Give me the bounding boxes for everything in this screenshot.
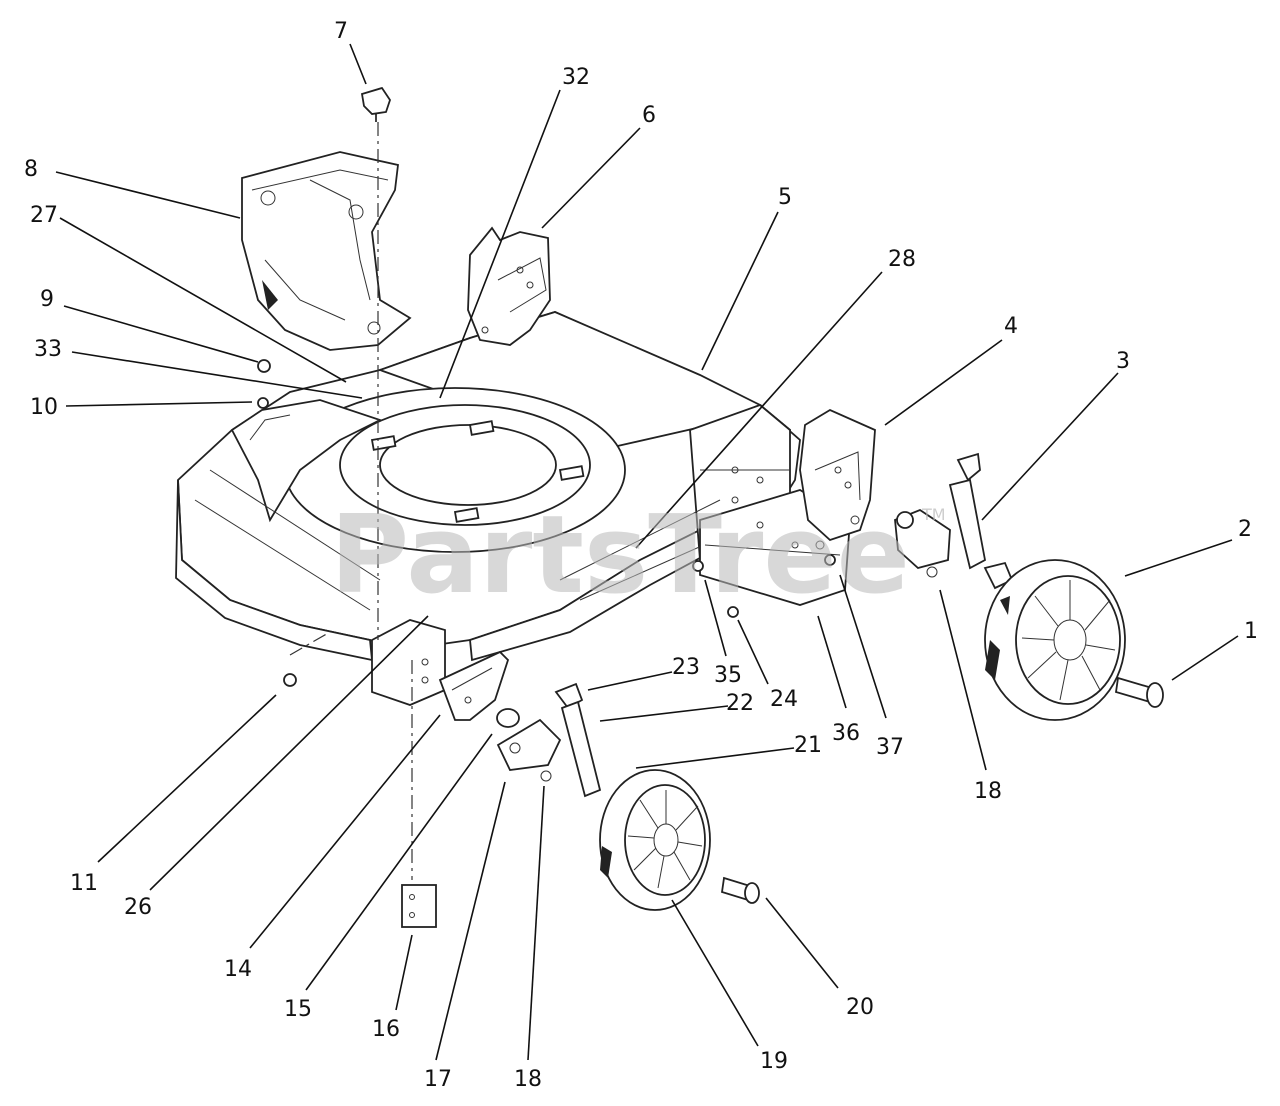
callout-17: 17 xyxy=(424,1067,452,1092)
left-rear-bracket xyxy=(467,226,551,346)
callout-9: 9 xyxy=(40,287,54,312)
callout-35: 35 xyxy=(714,663,742,688)
callout-10: 10 xyxy=(30,395,58,420)
mounting-knob xyxy=(360,86,391,122)
callout-23: 23 xyxy=(672,655,700,680)
callout-26: 26 xyxy=(124,895,152,920)
callout-33: 33 xyxy=(34,337,62,362)
callout-32: 32 xyxy=(562,65,590,90)
callout-22: 22 xyxy=(726,691,754,716)
leader-lines xyxy=(55,43,1239,1061)
callout-5: 5 xyxy=(778,185,792,210)
callout-7: 7 xyxy=(334,19,348,44)
watermark-text: PartsTree xyxy=(330,493,910,618)
callout-16: 16 xyxy=(372,1017,400,1042)
callout-24: 24 xyxy=(770,687,798,712)
callout-19: 19 xyxy=(760,1049,788,1074)
callout-4: 4 xyxy=(1004,314,1018,339)
front-wheel xyxy=(599,769,760,911)
callout-15: 15 xyxy=(284,997,312,1022)
callout-20: 20 xyxy=(846,995,874,1020)
hardware xyxy=(257,359,836,928)
front-height-adjuster xyxy=(438,650,638,822)
callout-37: 37 xyxy=(876,735,904,760)
callout-2: 2 xyxy=(1238,517,1252,542)
callout-18-lower: 18 xyxy=(514,1067,542,1092)
callout-8: 8 xyxy=(24,157,38,182)
callout-6: 6 xyxy=(642,103,656,128)
mower-deck xyxy=(175,311,801,706)
callout-3: 3 xyxy=(1116,349,1130,374)
callout-21: 21 xyxy=(794,733,822,758)
callout-1: 1 xyxy=(1244,619,1258,644)
watermark-trademark: TM xyxy=(921,505,946,524)
right-rear-bracket xyxy=(799,408,876,542)
callout-14: 14 xyxy=(224,957,252,982)
callout-18-right: 18 xyxy=(974,779,1002,804)
rear-wheel xyxy=(984,559,1164,721)
callout-27: 27 xyxy=(30,203,58,228)
watermark: PartsTree TM xyxy=(330,493,946,618)
grass-deflector xyxy=(241,151,412,351)
callout-28: 28 xyxy=(888,247,916,272)
callout-36: 36 xyxy=(832,721,860,746)
callout-labels: 1 2 3 4 5 6 7 8 9 10 11 14 15 16 17 18 1… xyxy=(24,19,1258,1092)
right-height-lever xyxy=(894,452,1014,590)
callout-11: 11 xyxy=(70,871,98,896)
